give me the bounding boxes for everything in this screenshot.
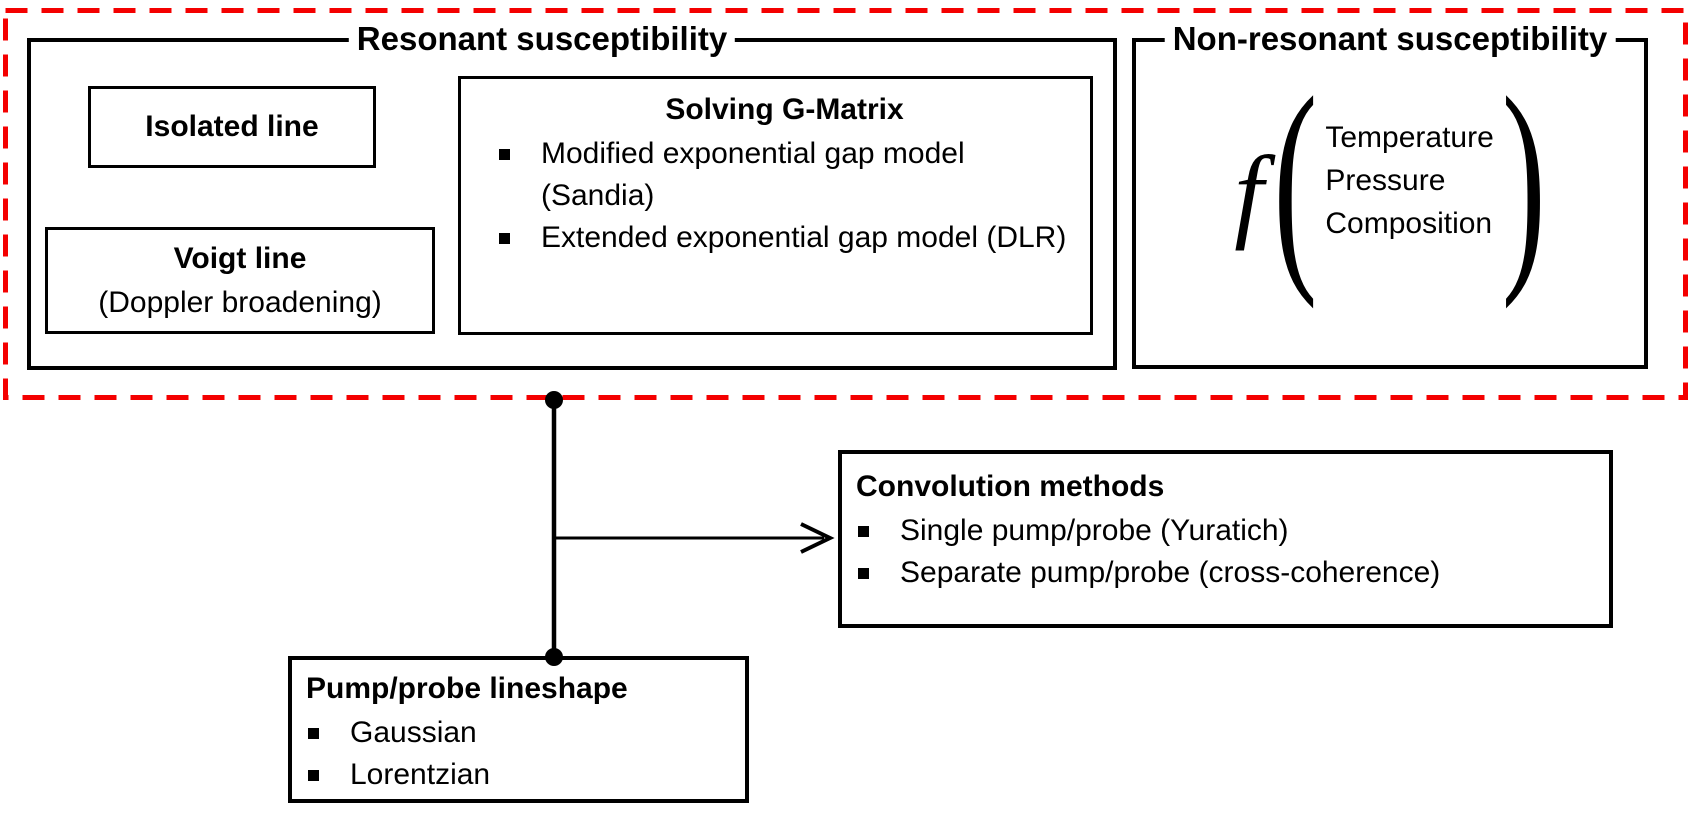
function-argument: Composition xyxy=(1325,206,1493,240)
function-symbol-f: f xyxy=(1234,133,1264,251)
function-arguments: Temperature Pressure Composition xyxy=(1317,116,1501,245)
convolution-bullet: Separate pump/probe (cross-coherence) xyxy=(856,552,1595,594)
voigt-line-title: Voigt line xyxy=(173,241,307,275)
gmatrix-bullet: Modified exponential gap model (Sandia) xyxy=(497,133,1072,217)
open-parenthesis: ( xyxy=(1273,48,1318,310)
function-argument: Pressure xyxy=(1325,163,1446,197)
nonresonant-function-expression: f ( Temperature Pressure Composition ) xyxy=(1140,55,1640,305)
arrowhead-icon xyxy=(800,522,835,554)
convolution-bullet: Single pump/probe (Yuratich) xyxy=(856,510,1595,552)
pumpprobe-lineshape-title: Pump/probe lineshape xyxy=(306,672,628,705)
isolated-line-label: Isolated line xyxy=(145,110,319,143)
function-argument: Temperature xyxy=(1325,120,1494,154)
pumpprobe-bullet-list: Gaussian Lorentzian xyxy=(306,712,731,796)
pumpprobe-bullet: Gaussian xyxy=(306,712,731,754)
voigt-line-box: Voigt line (Doppler broadening) xyxy=(45,227,435,334)
pumpprobe-bullet: Lorentzian xyxy=(306,754,731,796)
voigt-line-subtitle: (Doppler broadening) xyxy=(98,285,382,319)
convolution-methods-box: Convolution methods Single pump/probe (Y… xyxy=(838,450,1613,628)
close-parenthesis: ) xyxy=(1501,48,1546,310)
resonant-section-title: Resonant susceptibility xyxy=(348,18,736,60)
convolution-methods-title: Convolution methods xyxy=(856,470,1165,503)
gmatrix-title: Solving G-Matrix xyxy=(665,93,904,126)
gmatrix-bullet: Extended exponential gap model (DLR) xyxy=(497,217,1072,259)
gmatrix-bullet-list: Modified exponential gap model (Sandia) … xyxy=(497,133,1072,259)
nonresonant-section-title: Non-resonant susceptibility xyxy=(1164,18,1616,60)
pumpprobe-lineshape-box: Pump/probe lineshape Gaussian Lorentzian xyxy=(288,656,749,803)
isolated-line-box: Isolated line xyxy=(88,86,376,168)
convolution-bullet-list: Single pump/probe (Yuratich) Separate pu… xyxy=(856,510,1595,594)
gmatrix-box: Solving G-Matrix Modified exponential ga… xyxy=(458,76,1093,335)
junction-dot-top xyxy=(545,391,563,409)
